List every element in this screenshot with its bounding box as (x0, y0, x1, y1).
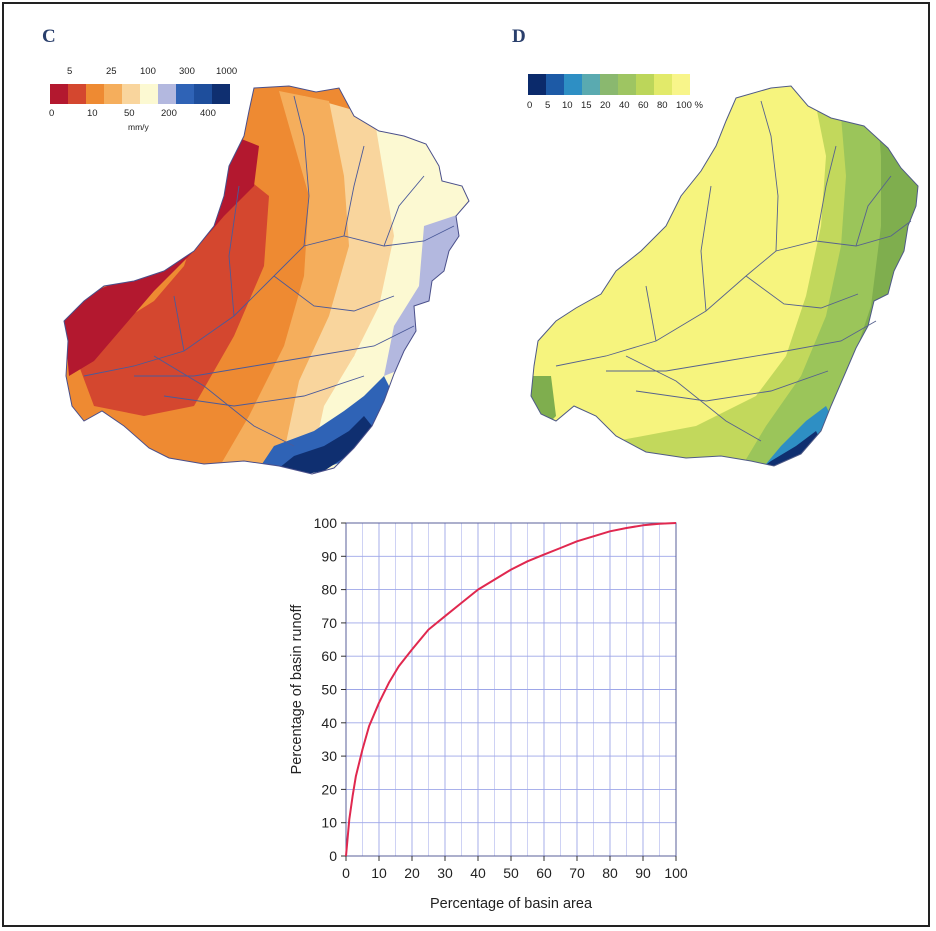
y-tick-label: 20 (321, 781, 337, 797)
legend-swatch (68, 84, 86, 104)
x-tick-label: 80 (602, 865, 618, 881)
y-tick-label: 80 (321, 582, 337, 598)
legend-d-label: 80 (657, 100, 668, 111)
legend-c-bottom-label: 10 (87, 108, 98, 119)
y-tick-label: 90 (321, 548, 337, 564)
legend-swatch (158, 84, 176, 104)
legend-swatch (600, 74, 618, 95)
legend-c-unit: mm/y (128, 122, 149, 132)
legend-c-top-label: 300 (179, 66, 195, 77)
y-tick-label: 40 (321, 715, 337, 731)
legend-d-label: 0 (527, 100, 533, 111)
x-tick-label: 90 (635, 865, 651, 881)
legend-swatch (546, 74, 564, 95)
legend-c-bottom-label: 400 (200, 108, 216, 119)
legend-swatch (528, 74, 546, 95)
legend-swatch (86, 84, 104, 104)
legend-swatch (50, 84, 68, 104)
x-tick-label: 50 (503, 865, 519, 881)
y-tick-label: 60 (321, 648, 337, 664)
map-region (269, 416, 372, 474)
x-tick-label: 30 (437, 865, 453, 881)
y-tick-label: 70 (321, 615, 337, 631)
y-tick-label: 0 (329, 848, 337, 864)
legend-swatch (564, 74, 582, 95)
legend-c-bottom-label: 200 (161, 108, 177, 119)
legend-d-label: 15 (581, 100, 592, 111)
map-region (64, 136, 259, 376)
panel-c-letter: C (42, 26, 56, 47)
legend-c-color-scale (50, 84, 230, 104)
legend-c-top-label: 25 (106, 66, 117, 77)
legend-swatch (176, 84, 194, 104)
x-tick-label: 40 (470, 865, 486, 881)
legend-swatch (194, 84, 212, 104)
y-tick-label: 50 (321, 682, 337, 698)
y-tick-label: 30 (321, 748, 337, 764)
panel-d-legend: 0 5 10 15 20 40 60 80 100 % (524, 70, 724, 111)
legend-d-label: 100 % (676, 100, 703, 111)
panel-c-legend: 5 25 100 300 1000 0 10 50 200 400 mm/y (48, 64, 248, 132)
legend-c-top-label: 5 (67, 66, 73, 77)
legend-swatch (104, 84, 122, 104)
legend-d-label: 20 (600, 100, 611, 111)
legend-d-color-scale (528, 74, 690, 95)
legend-swatch (636, 74, 654, 95)
x-tick-label: 70 (569, 865, 585, 881)
legend-c-top-label: 100 (140, 66, 156, 77)
cumulative-runoff-chart: 0 10 20 30 40 50 60 70 80 90 100 0 10 20 30 40 50 60 70 80 9… (289, 515, 688, 912)
x-tick-label: 100 (664, 865, 688, 881)
x-tick-label: 10 (371, 865, 387, 881)
legend-swatch (140, 84, 158, 104)
legend-d-label: 60 (638, 100, 649, 111)
legend-swatch (672, 74, 690, 95)
x-tick-label: 20 (404, 865, 420, 881)
legend-c-bottom-label: 50 (124, 108, 135, 119)
x-tick-label: 60 (536, 865, 552, 881)
panel-d-letter: D (512, 26, 526, 47)
legend-c-bottom-label: 0 (49, 108, 55, 119)
series-line (345, 522, 677, 857)
y-tick-label: 100 (314, 515, 338, 531)
legend-swatch (212, 84, 230, 104)
x-axis-label: Percentage of basin area (430, 896, 593, 912)
runoff-percentage-map (530, 85, 919, 467)
y-tick-label: 10 (321, 815, 337, 831)
legend-swatch (582, 74, 600, 95)
legend-d-label: 40 (619, 100, 630, 111)
legend-swatch (122, 84, 140, 104)
legend-d-label: 5 (545, 100, 551, 111)
legend-c-top-label: 1000 (216, 66, 238, 77)
legend-swatch (654, 74, 672, 95)
legend-swatch (618, 74, 636, 95)
runoff-map (63, 85, 470, 475)
map-region (214, 91, 349, 474)
x-tick-label: 0 (342, 865, 350, 881)
map-region (254, 376, 394, 474)
legend-d-label: 10 (562, 100, 573, 111)
y-axis-label: Percentage of basin runoff (289, 604, 305, 775)
